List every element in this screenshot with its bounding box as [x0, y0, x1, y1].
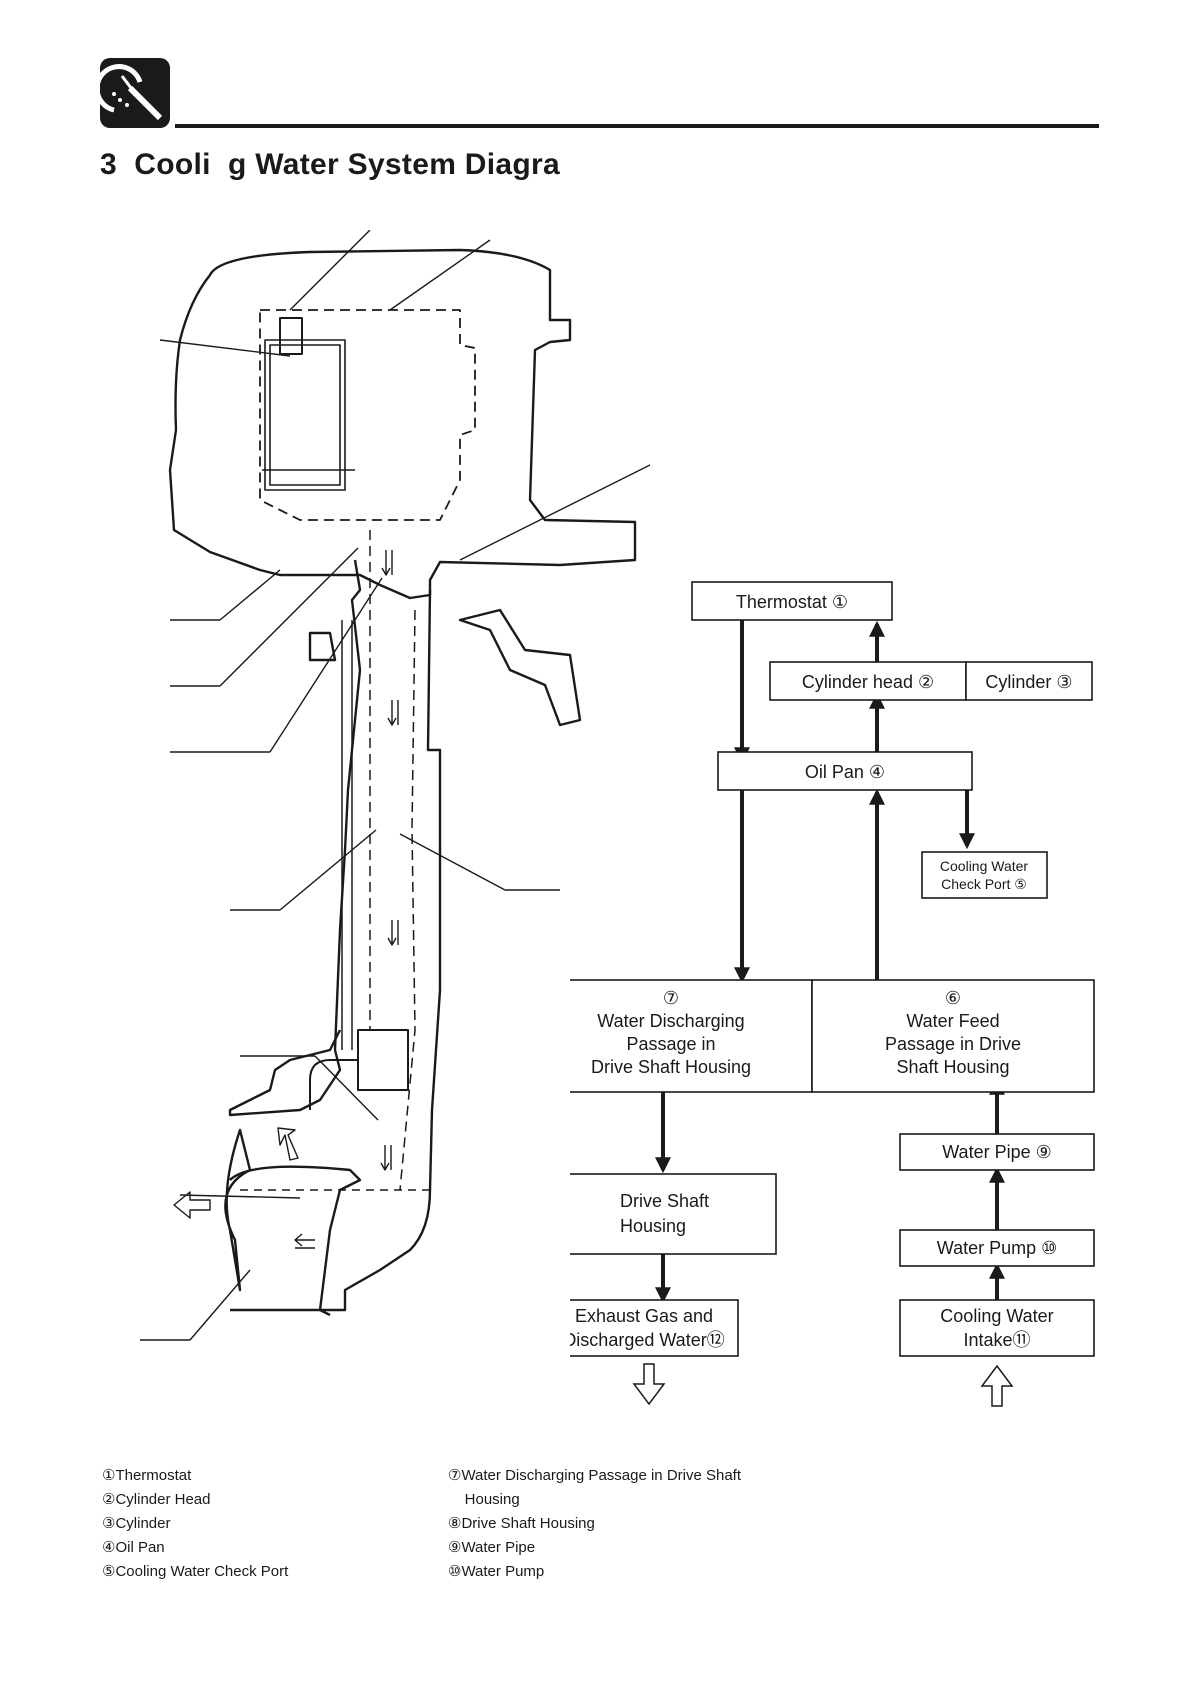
header-rule	[175, 124, 1099, 128]
drive-shaft-box	[570, 1173, 777, 1255]
check-port-label-1: Cooling Water	[940, 858, 1029, 874]
water-pipe-label: Water Pipe ⑨	[942, 1142, 1052, 1162]
water-pump-part	[357, 1029, 409, 1091]
exhaust-label-1: Exhaust Gas and	[575, 1306, 713, 1326]
legend-item: ②Cylinder Head	[102, 1491, 211, 1508]
legend-item: ⑧Drive Shaft Housing	[448, 1515, 595, 1532]
discharging-label-1: Water Discharging	[597, 1011, 744, 1031]
cylinder-label: Cylinder ③	[985, 672, 1072, 692]
legend-item: ⑤Cooling Water Check Port	[102, 1563, 289, 1580]
intake-label-2: Intake⑪	[963, 1330, 1030, 1350]
thermostat-box	[691, 581, 893, 621]
thermostat-label: Thermostat ①	[736, 592, 848, 612]
flow-connectors	[655, 620, 1005, 1304]
legend-item: ④Oil Pan	[102, 1539, 165, 1556]
gear-case	[229, 1165, 362, 1317]
legend-item: Housing	[448, 1491, 520, 1508]
feed-passage-box	[811, 979, 1095, 1093]
discharging-label-3: Drive Shaft Housing	[591, 1057, 751, 1077]
clamp-bracket	[458, 608, 582, 727]
water-pump-label: Water Pump ⑩	[937, 1238, 1058, 1258]
flow-arrows	[173, 550, 399, 1249]
water-jacket	[264, 339, 346, 491]
flow-chart: Thermostat ① Cylinder head ② Cylinder ③ …	[570, 581, 1095, 1407]
oil-pan-box	[717, 751, 973, 791]
check-port-label-2: Check Port ⑤	[941, 876, 1027, 892]
feed-label-3: Shaft Housing	[896, 1057, 1009, 1077]
exhaust-outflow-arrow	[632, 1363, 666, 1406]
drive-shaft-label-2: Housing	[620, 1216, 686, 1236]
cylinder-block	[259, 309, 476, 521]
drive-shaft-label-1: Drive Shaft	[620, 1191, 709, 1211]
exhaust-label-2: Discharged Water⑫	[570, 1330, 725, 1350]
page-title: 3 Cooli g Water System Diagra	[100, 148, 560, 181]
intake-inflow-arrow	[980, 1364, 1014, 1407]
legend-right: ⑦Water Discharging Passage in Drive Shaf…	[448, 1464, 868, 1584]
intake-label-1: Cooling Water	[940, 1306, 1053, 1326]
discharging-number: ⑦	[663, 988, 679, 1008]
engine-diagram	[140, 230, 650, 1341]
water-pipe-box	[899, 1133, 1095, 1171]
leader-lines	[140, 230, 650, 1341]
legend-item: ⑦Water Discharging Passage in Drive Shaf…	[448, 1467, 742, 1484]
feed-label-1: Water Feed	[906, 1011, 999, 1031]
discharging-passage-box	[570, 979, 813, 1093]
micrometer-icon	[100, 58, 170, 128]
legend-left: ①Thermostat ②Cylinder Head ③Cylinder ④Oi…	[102, 1464, 442, 1584]
intake-box	[899, 1299, 1095, 1357]
legend-item: ③Cylinder	[102, 1515, 171, 1532]
oil-pan-label: Oil Pan ④	[805, 762, 885, 782]
propeller	[224, 1128, 252, 1292]
cylinder-box	[965, 661, 1093, 701]
legend-item: ①Thermostat	[102, 1467, 192, 1484]
drive-shaft-housing	[228, 559, 362, 1117]
feed-label-2: Passage in Drive	[885, 1034, 1021, 1054]
thermostat-part	[279, 317, 303, 355]
engine-cover	[168, 248, 637, 600]
feed-number: ⑥	[945, 988, 961, 1008]
check-port-box	[921, 851, 1048, 899]
legend-item: ⑨Water Pipe	[448, 1539, 536, 1556]
exhaust-box	[570, 1299, 739, 1357]
water-pump-box	[899, 1229, 1095, 1267]
cylinder-head-label: Cylinder head ②	[802, 672, 934, 692]
discharging-label-2: Passage in	[626, 1034, 715, 1054]
legend-item: ⑩Water Pump	[448, 1563, 545, 1580]
